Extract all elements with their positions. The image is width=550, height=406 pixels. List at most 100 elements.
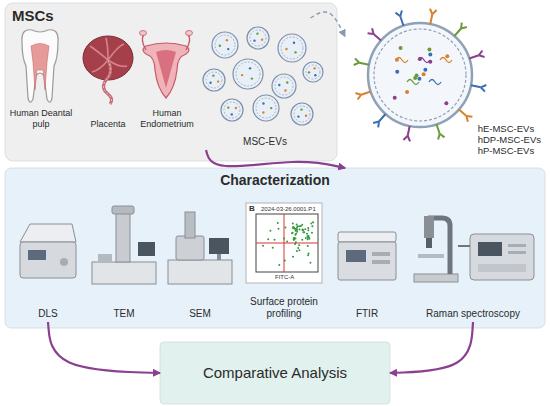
node-label: MSCs bbox=[12, 7, 54, 24]
illustration-part bbox=[103, 60, 111, 104]
illustration-part bbox=[116, 212, 130, 262]
illustration-part bbox=[295, 230, 297, 232]
illustration-part bbox=[305, 115, 307, 117]
illustration-part bbox=[296, 250, 298, 252]
illustration-part bbox=[478, 264, 526, 272]
illustration-part bbox=[393, 96, 397, 100]
node-label: Raman spectroscopy bbox=[407, 308, 539, 320]
method-item: FTIR bbox=[332, 196, 402, 322]
ev-detail: hE-MSC-EVshDP-MSC-EVshP-MSC-EVs bbox=[345, 5, 545, 163]
illustration-part bbox=[427, 48, 431, 52]
illustration-part bbox=[215, 35, 235, 55]
illustration-part bbox=[293, 42, 295, 44]
illustration-part bbox=[418, 58, 430, 63]
illustration-part bbox=[374, 29, 466, 121]
endometrium-illustration bbox=[140, 31, 193, 99]
text-block: Surface protein profiling bbox=[241, 296, 327, 319]
illustration-part bbox=[262, 111, 264, 113]
illustration-part bbox=[246, 203, 322, 283]
illustration-part bbox=[359, 63, 369, 65]
illustration-part bbox=[437, 124, 440, 133]
illustration-part bbox=[209, 238, 229, 254]
illustration-part bbox=[138, 242, 155, 256]
illustration-part bbox=[291, 232, 293, 234]
node-label: hP-MSC-EVs bbox=[478, 146, 541, 157]
illustration-part bbox=[346, 250, 366, 262]
text-block: MSC-EVs bbox=[199, 136, 331, 148]
illustration-part bbox=[249, 67, 251, 69]
illustration-part bbox=[430, 9, 432, 15]
sem-instrument bbox=[168, 212, 232, 284]
illustration-part bbox=[293, 226, 295, 228]
illustration-part bbox=[256, 32, 258, 34]
illustration-part bbox=[374, 34, 381, 41]
illustration-part bbox=[226, 39, 228, 41]
illustration-part bbox=[235, 107, 237, 109]
illustration-part bbox=[278, 34, 306, 62]
illustration-part bbox=[479, 50, 483, 55]
illustration-part bbox=[305, 237, 307, 239]
node-label: FTIR bbox=[333, 308, 401, 320]
illustration-part bbox=[219, 45, 221, 47]
illustration-part bbox=[395, 13, 400, 17]
illustration-part bbox=[459, 109, 466, 116]
illustration-part bbox=[185, 212, 195, 238]
illustration-part bbox=[466, 115, 472, 118]
illustration-part bbox=[377, 121, 380, 127]
illustration-part bbox=[294, 106, 310, 122]
illustration-part bbox=[379, 114, 386, 121]
flow-cytometry-plot bbox=[246, 203, 322, 283]
illustration-part bbox=[283, 238, 285, 240]
illustration-part bbox=[454, 29, 461, 36]
illustration-part bbox=[294, 234, 296, 236]
node-fill bbox=[5, 3, 337, 161]
illustration-part bbox=[299, 229, 301, 231]
ev-illustration bbox=[354, 9, 487, 142]
illustration-part bbox=[295, 233, 297, 235]
text-block: SEM bbox=[165, 308, 235, 320]
node-label: MSC-EVs bbox=[199, 136, 331, 148]
illustration-part bbox=[307, 238, 309, 240]
illustration-part bbox=[256, 243, 318, 244]
illustration-part bbox=[262, 245, 264, 247]
illustration-part bbox=[338, 232, 396, 242]
illustration-part bbox=[508, 244, 526, 247]
illustration-part bbox=[261, 38, 263, 40]
method-item: Raman spectroscopy bbox=[406, 196, 540, 322]
illustration-part bbox=[5, 3, 545, 404]
illustration-part bbox=[307, 236, 309, 238]
node-label: Comparative Analysis bbox=[203, 364, 347, 381]
tissue-source: Human Deantal pulp bbox=[6, 28, 76, 132]
illustration-part bbox=[311, 225, 313, 227]
illustration-part bbox=[291, 103, 313, 125]
node-label: Placenta bbox=[81, 119, 135, 129]
illustration-part bbox=[143, 43, 189, 98]
illustration-part bbox=[286, 241, 288, 243]
illustration-part bbox=[92, 262, 156, 284]
illustration-part bbox=[444, 101, 448, 105]
illustration-part bbox=[302, 229, 304, 231]
illustration-part bbox=[277, 222, 279, 224]
text-block: TEM bbox=[89, 308, 159, 320]
illustration-part bbox=[168, 260, 232, 284]
illustration-part bbox=[408, 136, 410, 142]
illustration-part bbox=[206, 72, 222, 88]
illustration-part bbox=[445, 54, 449, 58]
illustration-part bbox=[278, 84, 280, 86]
illustration-part bbox=[295, 241, 297, 243]
illustration-part bbox=[368, 23, 472, 127]
illustration-part bbox=[253, 95, 279, 121]
illustration-part bbox=[458, 245, 470, 247]
illustration-part bbox=[253, 39, 255, 41]
illustration-part bbox=[428, 52, 432, 56]
illustration-part bbox=[31, 44, 49, 91]
illustration-part bbox=[176, 236, 204, 260]
illustration-part bbox=[440, 134, 445, 138]
illustration-part bbox=[292, 227, 294, 229]
method-item: Surface protein profiling bbox=[240, 196, 328, 322]
illustration-part bbox=[20, 224, 76, 242]
raman-instrument bbox=[414, 216, 534, 282]
result-box: Comparative Analysis bbox=[160, 342, 390, 404]
node-label: hDP-MSC-EVs bbox=[478, 135, 541, 146]
